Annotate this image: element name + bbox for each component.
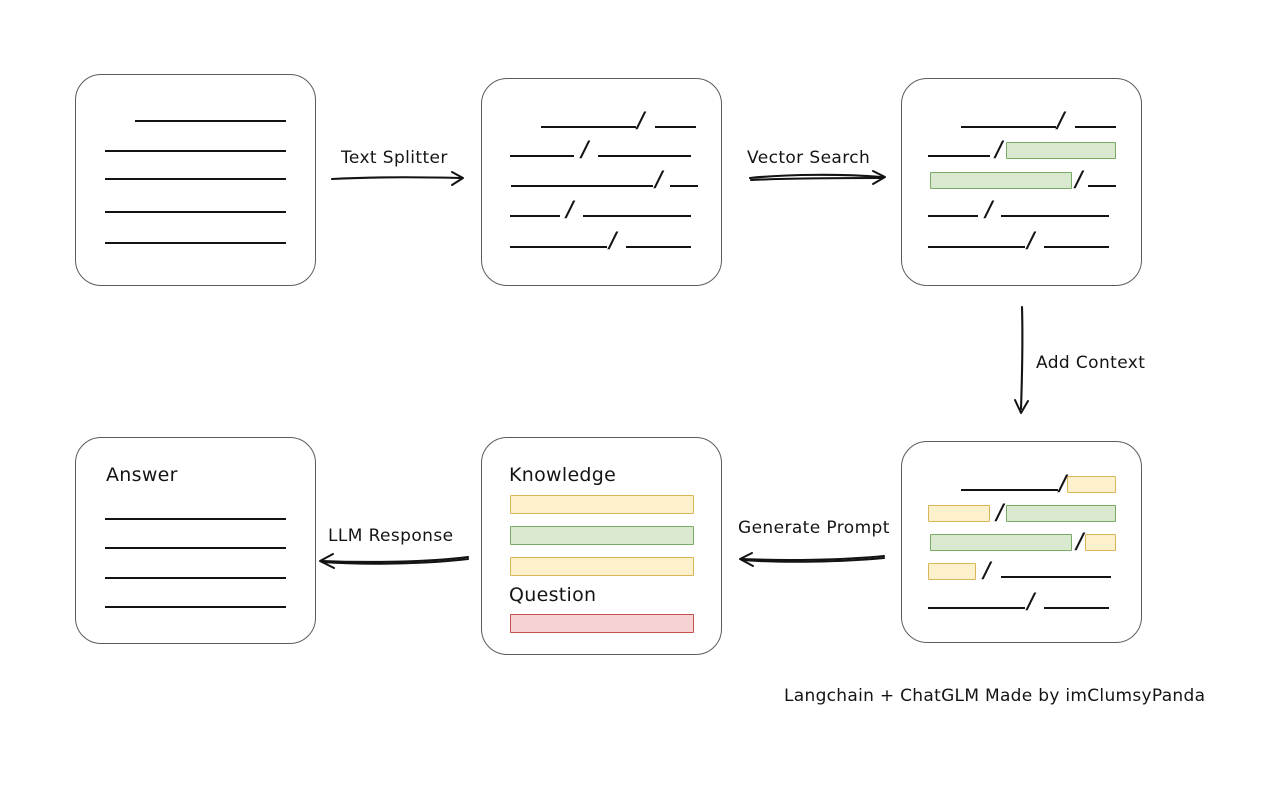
answer-text-line [105, 606, 286, 608]
chunk-separator-slash: / [995, 136, 1003, 161]
chunk-separator-slash: / [1027, 227, 1035, 252]
chunk-text-line [1088, 185, 1116, 187]
chunk-separator-slash: / [1076, 528, 1084, 553]
document-text-line [105, 242, 286, 244]
knowledge-bar-yellow [510, 495, 694, 514]
chunk-text-line [655, 126, 696, 128]
chunk-highlight-green [1006, 505, 1116, 522]
knowledge-bar-green [510, 526, 694, 545]
chunk-text-line [626, 246, 691, 248]
chunk-text-line [961, 126, 1056, 128]
answer-box[interactable] [75, 437, 316, 644]
chunk-text-line [1001, 576, 1111, 578]
document-text-line [105, 211, 286, 213]
vector-search-arrow [748, 170, 886, 185]
chunk-text-line [928, 246, 1025, 248]
answer-text-line [105, 547, 286, 549]
chunk-text-line [1001, 215, 1109, 217]
question-label: Question [509, 584, 597, 606]
chunk-text-line [928, 607, 1025, 609]
chunk-text-line [541, 126, 636, 128]
chunk-text-line [928, 215, 978, 217]
chunk-highlight-yellow [928, 505, 990, 522]
source-document-box[interactable] [75, 74, 316, 286]
chunk-separator-slash: / [637, 107, 645, 132]
chunk-highlight-green [930, 534, 1072, 551]
chunk-text-line [1044, 607, 1109, 609]
split-chunks-box[interactable] [481, 78, 722, 286]
chunk-text-line [598, 155, 691, 157]
arrow-label-text-splitter: Text Splitter [341, 148, 448, 168]
document-text-line [105, 178, 286, 180]
chunk-highlight-green [1006, 142, 1116, 159]
chunk-text-line [510, 155, 574, 157]
chunk-separator-slash: / [566, 196, 574, 221]
answer-text-line [105, 518, 286, 520]
chunk-highlight-yellow [1067, 476, 1116, 493]
arrow-label-vector-search: Vector Search [747, 148, 871, 168]
chunk-text-line [510, 246, 607, 248]
document-text-line [105, 150, 286, 152]
chunk-text-line [928, 155, 990, 157]
generate-prompt-arrow [739, 552, 886, 567]
chunk-separator-slash: / [985, 196, 993, 221]
chunk-text-line [670, 185, 698, 187]
question-bar-red [510, 614, 694, 633]
chunk-text-line [511, 185, 653, 187]
chunk-highlight-green [930, 172, 1072, 189]
llm-response-arrow [319, 553, 470, 569]
text-splitter-arrow [330, 171, 464, 186]
chunk-text-line [510, 215, 560, 217]
add-context-arrow [1014, 305, 1029, 414]
chunk-highlight-yellow [928, 563, 976, 580]
arrow-label-add-context: Add Context [1036, 353, 1146, 373]
answer-title: Answer [106, 464, 178, 486]
chunk-separator-slash: / [1027, 588, 1035, 613]
chunk-separator-slash: / [1057, 107, 1065, 132]
chunk-separator-slash: / [983, 557, 991, 582]
chunk-separator-slash: / [581, 136, 589, 161]
chunk-separator-slash: / [1059, 470, 1067, 495]
answer-text-line [105, 577, 286, 579]
chunk-highlight-yellow [1085, 534, 1116, 551]
arrow-label-llm-response: LLM Response [328, 526, 454, 546]
chunk-text-line [961, 489, 1058, 491]
knowledge-bar-yellow [510, 557, 694, 576]
chunk-text-line [583, 215, 691, 217]
chunk-separator-slash: / [1075, 166, 1083, 191]
footer-credit: Langchain + ChatGLM Made by imClumsyPand… [784, 686, 1206, 706]
chunk-text-line [1044, 246, 1109, 248]
arrow-label-generate-prompt: Generate Prompt [738, 518, 890, 538]
chunk-text-line [1075, 126, 1116, 128]
chunk-separator-slash: / [609, 227, 617, 252]
knowledge-label: Knowledge [509, 464, 617, 486]
chunk-separator-slash: / [655, 166, 663, 191]
document-text-line [135, 120, 286, 122]
chunk-separator-slash: / [996, 499, 1004, 524]
